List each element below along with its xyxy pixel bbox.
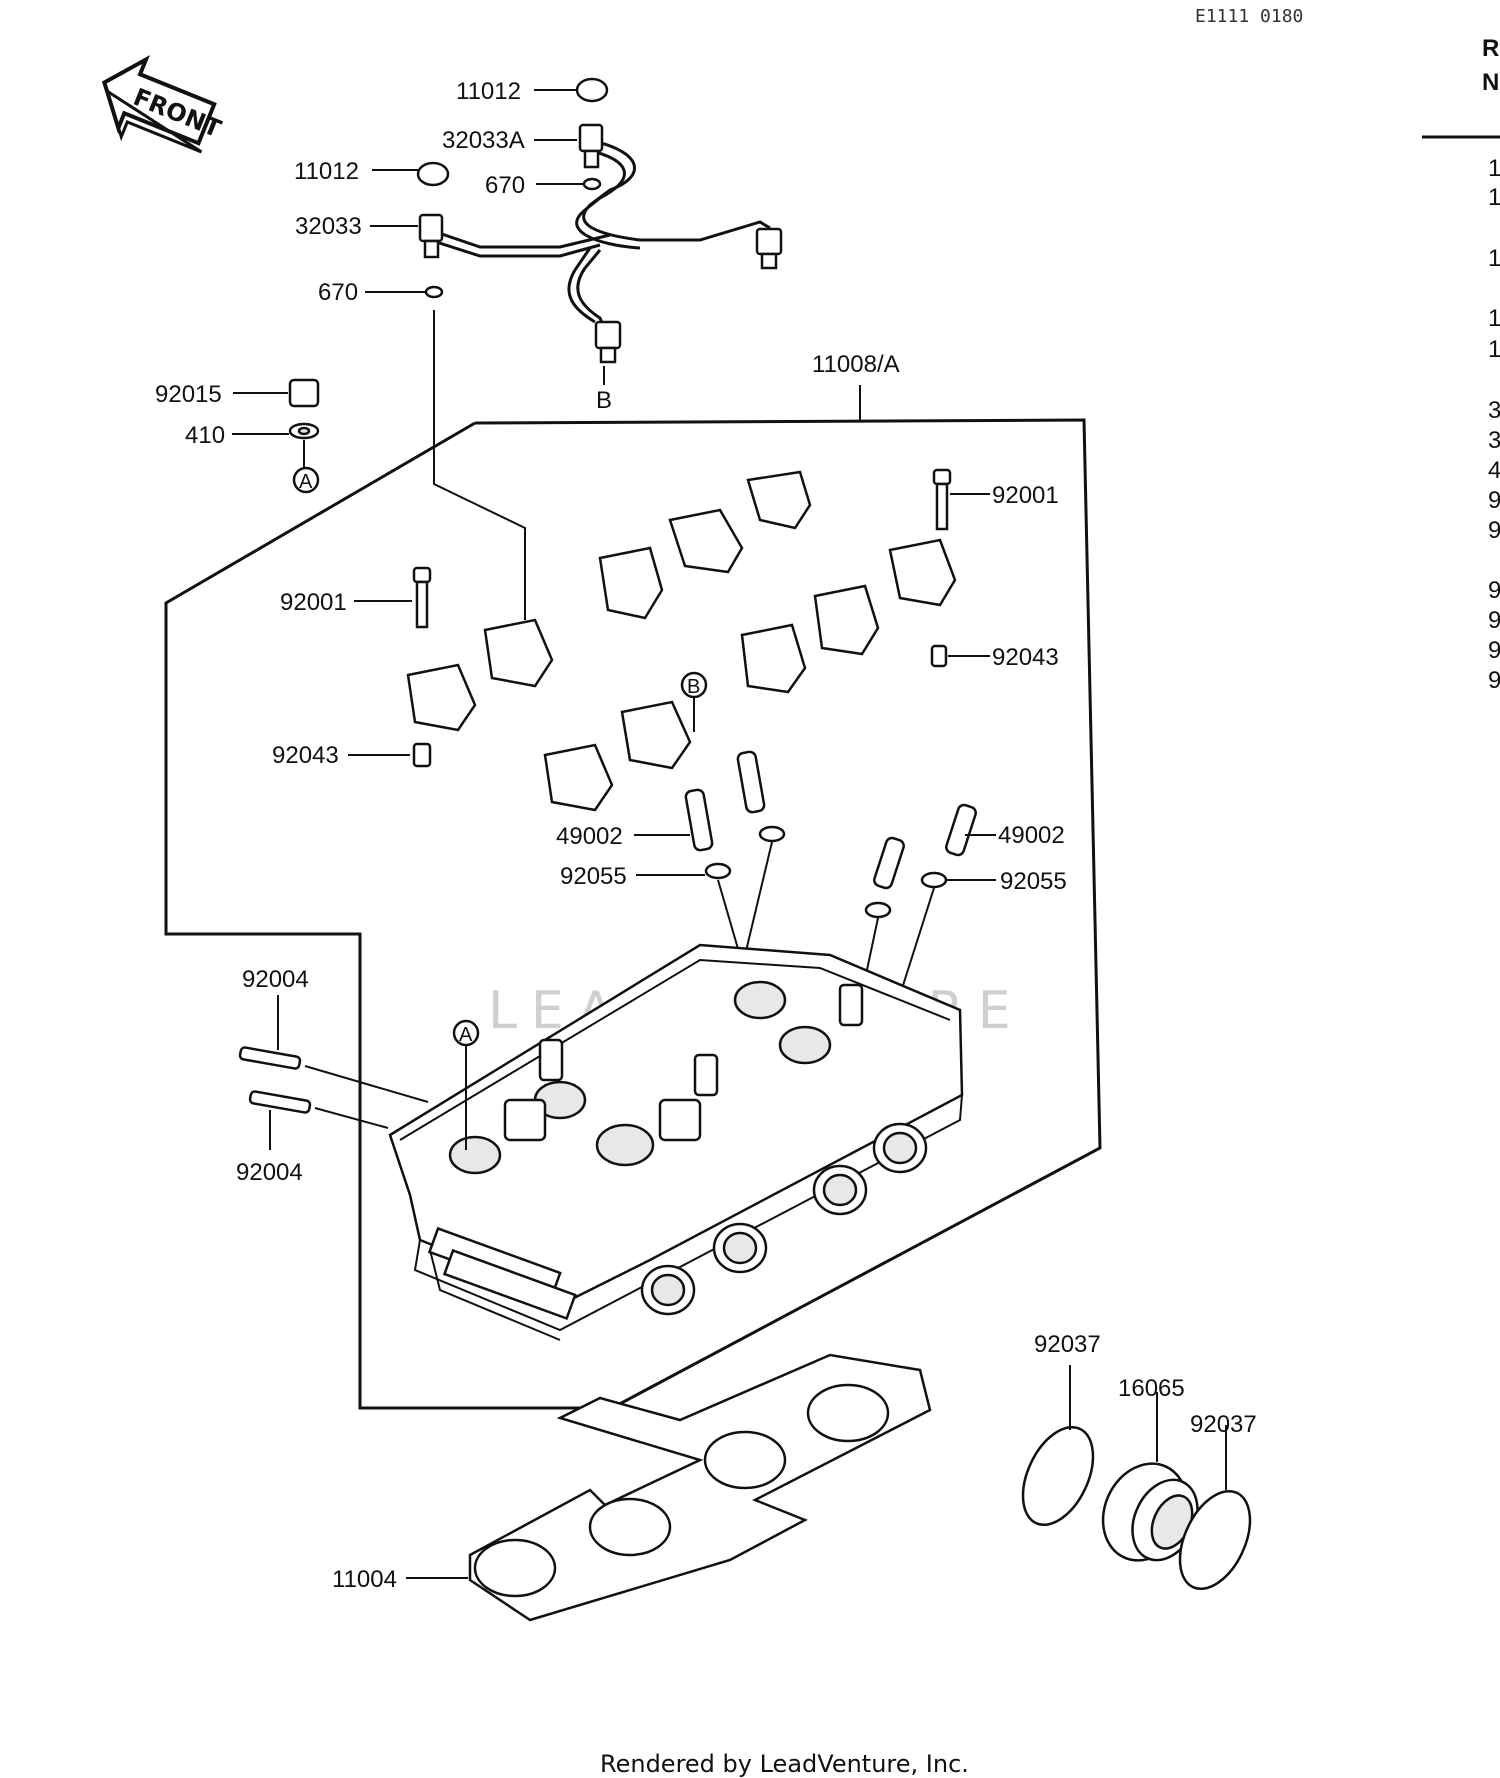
cap-11012	[416, 161, 450, 187]
o-rings	[704, 825, 948, 919]
ref-number: 1	[1488, 184, 1500, 211]
leader-line	[304, 1065, 429, 1103]
cylinder-head	[388, 943, 964, 1341]
part-labels: 11012 32033A 11012 670 32033 670 B 11008…	[155, 78, 1257, 1593]
leader-line	[314, 1107, 389, 1129]
banjo-bolt-thread	[760, 252, 778, 270]
camshaft-caps	[406, 470, 957, 812]
leader-line	[433, 310, 526, 620]
label-92001: 92001	[280, 589, 347, 616]
carburetor-holder	[1021, 1425, 1252, 1591]
ref-number: 1	[1488, 245, 1500, 272]
banjo-bolt-thread	[423, 239, 440, 259]
cap-11012	[575, 77, 609, 103]
leader-line	[741, 841, 773, 969]
label-11012: 11012	[294, 158, 359, 185]
reference-mark-a	[292, 466, 320, 494]
ref-number: 9	[1488, 637, 1500, 664]
cylinder-head-assembly-outline	[164, 418, 1102, 1410]
ref-number: 4	[1488, 457, 1500, 484]
washer-hole	[297, 426, 311, 436]
label-670: 670	[485, 172, 525, 199]
bolts-92001	[412, 468, 952, 629]
oil-pipe	[418, 123, 783, 364]
label-92055: 92055	[560, 863, 627, 890]
label-92055: 92055	[1000, 868, 1067, 895]
label-a: A	[299, 471, 313, 493]
label-11004: 11004	[332, 1566, 397, 1593]
ref-number: 9	[1488, 607, 1500, 634]
label-b: B	[687, 676, 700, 698]
gasket-670	[424, 285, 444, 299]
front-arrow-icon: FRONT	[101, 54, 225, 154]
dowel-92043	[930, 644, 948, 668]
label-b: B	[596, 387, 612, 414]
cap-nut-92015	[288, 378, 320, 408]
ref-number: 3	[1488, 427, 1500, 454]
label-49002: 49002	[556, 823, 623, 850]
ref-number: 1	[1488, 305, 1500, 332]
banjo-bolt-thread	[599, 346, 617, 364]
ref-number: 1	[1488, 336, 1500, 363]
label-92015: 92015	[155, 381, 222, 408]
dowel-92043	[412, 742, 432, 768]
ref-number: 9	[1488, 517, 1500, 544]
gasket-670	[582, 177, 602, 191]
label-49002: 49002	[998, 822, 1065, 849]
banjo-bolt	[418, 213, 444, 243]
label-16065: 16065	[1118, 1375, 1185, 1402]
label-32033a: 32033A	[442, 127, 525, 154]
label-92004: 92004	[242, 966, 309, 993]
ref-number: 9	[1488, 487, 1500, 514]
banjo-bolt	[594, 320, 622, 350]
ref-column: R N 1 1 1 1 1 3 3 4 9 9 9 9 9 9	[1422, 35, 1500, 694]
label-92043: 92043	[272, 742, 339, 769]
footer-rendered-by: Rendered by LeadVenture, Inc.	[600, 1750, 969, 1778]
ref-number: 3	[1488, 397, 1500, 424]
banjo-bolt-thread	[583, 149, 600, 169]
label-92004: 92004	[236, 1159, 303, 1186]
label-92001: 92001	[992, 482, 1059, 509]
banjo-bolt	[578, 123, 604, 153]
label-11012: 11012	[456, 78, 521, 105]
ref-number: 1	[1488, 155, 1500, 182]
label-670: 670	[318, 279, 358, 306]
banjo-bolt	[755, 227, 783, 256]
label-a: A	[459, 1024, 473, 1046]
label-32033: 32033	[295, 213, 362, 240]
label-11008a: 11008/A	[812, 351, 900, 378]
studs-92004	[238, 1046, 312, 1114]
label-410: 410	[185, 422, 225, 449]
drawing-ref-code: E1111 0180	[1195, 6, 1303, 27]
valve-guides	[684, 750, 977, 890]
ref-column-heading-2: N	[1482, 69, 1499, 96]
ref-column-heading: R	[1482, 35, 1499, 62]
label-92043: 92043	[992, 644, 1059, 671]
head-gasket-11004	[468, 1353, 932, 1622]
label-92037: 92037	[1190, 1411, 1257, 1438]
label-92037: 92037	[1034, 1331, 1101, 1358]
ref-number: 9	[1488, 667, 1500, 694]
ref-number: 9	[1488, 577, 1500, 604]
